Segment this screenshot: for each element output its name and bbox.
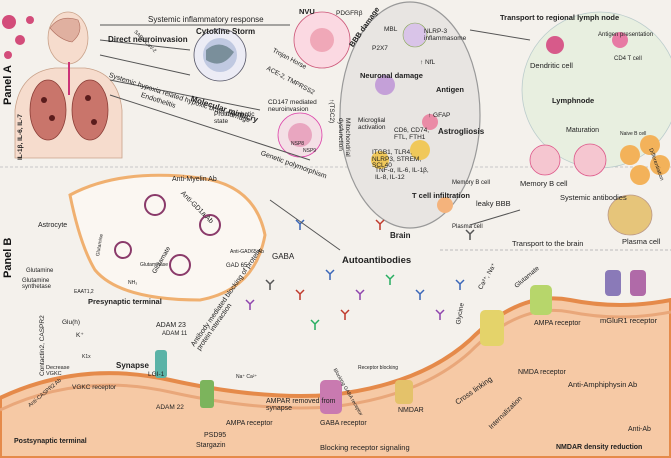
- anti-ab-label: Anti-Ab: [628, 426, 651, 433]
- naive-b-label: Naive B cell: [620, 131, 647, 137]
- ampa-receptor-low-label: AMPA receptor: [226, 420, 273, 427]
- nlrp3-label: NLRP-3 inflammasome: [424, 28, 467, 42]
- panel-b-label: Panel B: [2, 237, 14, 278]
- vgkc-label: VGKC receptor: [72, 384, 117, 391]
- cd147-label: CD147 mediated neuroinvasion: [268, 99, 317, 113]
- glutaminase-label: Glutaminase: [140, 262, 169, 268]
- synapse-label: Synapse: [116, 361, 149, 370]
- decrease-vgkc-label: Decrease VGKC: [46, 365, 70, 377]
- lymphnode-label: Lymphnode: [552, 96, 595, 105]
- receptor-blocking-label: Receptor blocking: [358, 365, 399, 371]
- kplus-label: K⁺: [76, 332, 84, 339]
- neuronal-damage-label: Neuronal damage: [360, 71, 423, 80]
- nsp9-label: NSP9: [303, 148, 317, 154]
- microglial-label: Microglial activation: [358, 117, 386, 131]
- mito-label: Mitochondrial dysfunction: [337, 118, 352, 157]
- astrogliosis-label: Astrogliosis: [438, 127, 485, 136]
- cyt-b-label: TNF-α, IL-6, IL-1β, IL-8, IL-12: [375, 167, 429, 181]
- lymphnode: [521, 11, 671, 236]
- brain-oval: [339, 1, 481, 229]
- sars-virus: [277, 112, 323, 158]
- memory-b-label: Memory B cell: [520, 179, 568, 188]
- receptors: [155, 270, 646, 414]
- nvu-label: NVU: [299, 7, 315, 16]
- pdgfrb-label: PDGFRβ: [336, 10, 363, 17]
- ampa-receptor-label: AMPA receptor: [534, 320, 581, 327]
- gaba-receptor-label: GABA receptor: [320, 420, 367, 427]
- anti-amphiphysin-label: Anti-Amphiphysin Ab: [568, 380, 638, 389]
- t-cell-infiltration-label: T cell infiltration: [412, 191, 470, 200]
- dendritic-label: Dendritic cell: [530, 61, 573, 70]
- eaat-label: EAAT1,2: [74, 289, 94, 295]
- presynaptic-label: Presynaptic terminal: [88, 297, 162, 306]
- adam23-label: ADAM 23: [156, 322, 186, 329]
- plasma-small-label: Plasma cell: [452, 224, 483, 230]
- antibody-scatter: [245, 219, 475, 330]
- adam22-label: ADAM 22: [156, 404, 184, 411]
- memory-b-small-label: Memory B cell: [452, 180, 491, 186]
- glutamine-label: Glutamine: [26, 268, 54, 274]
- cyt-a-label: ITGB1, TLR4, NLRP3, STREM, SCL40: [372, 149, 422, 169]
- nvu-structure: [293, 11, 351, 69]
- mbl-label: MBL: [384, 26, 398, 33]
- gad65-label: GAD 65: [226, 263, 248, 269]
- nmdar-density-label: NMDAR density reduction: [556, 444, 643, 451]
- prothrombotic-label: Prothrombotic state: [214, 111, 255, 125]
- glu-h-label: Glu(h): [62, 319, 81, 326]
- antigen-label: Antigen: [436, 85, 464, 94]
- cyt-c-label: CD6, CD74, FTL, FTH1: [394, 127, 430, 141]
- psd95-label: PSD95: [204, 432, 227, 439]
- antigen-presentation-label: Antigen presentation: [598, 32, 654, 38]
- nmdar-label: NMDAR: [398, 407, 424, 414]
- autoantibodies-label: Autoantibodies: [342, 255, 412, 266]
- systemic-inflammatory-label: Systemic inflammatory response: [148, 15, 264, 24]
- nsp8-label: NSP8: [291, 141, 305, 147]
- k1x-label: K1x: [82, 354, 91, 360]
- nfl-label: ↑ NfL: [420, 59, 436, 66]
- na-ca-label: Na⁺ Ca²⁺: [236, 374, 258, 380]
- blocking-signaling-label: Blocking receptor signaling: [320, 443, 410, 452]
- direct-neuroinvasion-label: Direct neuroinvasion: [108, 35, 188, 44]
- p2x7-label: P2X7: [372, 45, 388, 52]
- adam11-label: ADAM 11: [162, 331, 188, 337]
- cytokine-storm-virus: [193, 28, 247, 82]
- plasma-cell-label: Plasma cell: [622, 237, 661, 246]
- anti-gad65-label: Anti-GAD65 Ab: [230, 249, 264, 255]
- glutamine-synthetase-label: Glutamine synthetase: [22, 278, 52, 290]
- human-figure: [14, 11, 123, 159]
- panel-a-label: Panel A: [2, 65, 14, 105]
- ampar-removed-label: AMPAR removed from synapse: [266, 398, 336, 412]
- nh3-label: NH₃: [128, 280, 138, 286]
- mglur1-label: mGluR1 receptor: [600, 316, 658, 325]
- il-list-label: IL-1β, IL-6, IL-7: [17, 114, 24, 160]
- gfap-label: ↑ GFAP: [428, 112, 451, 119]
- maturation-label: Maturation: [566, 127, 600, 134]
- postsynaptic-label: Postsynaptic terminal: [14, 438, 87, 445]
- anti-myelin-label: Anti-Myelin Ab: [172, 176, 217, 183]
- cytokine-storm-label: Cytokine Storm: [196, 27, 256, 36]
- flow-arrows: [99, 24, 531, 251]
- systemic-antibodies-label: Systemic antibodies: [560, 193, 627, 202]
- gaba-label: GABA: [272, 252, 295, 261]
- transport-brain-label: Transport to the brain: [512, 239, 584, 248]
- astrocyte-label: Astrocyte: [38, 222, 68, 229]
- stargazin-label: Stargazin: [196, 442, 226, 449]
- lgi1-label: LGI-1: [148, 371, 165, 378]
- transport-lymph-label: Transport to regional lymph node: [500, 13, 620, 22]
- cd4-label: CD4 T cell: [614, 56, 642, 62]
- leaky-bbb-label: leaky BBB: [476, 199, 511, 208]
- nmda-receptor-label: NMDA receptor: [518, 369, 566, 376]
- virus-cluster: [2, 15, 34, 59]
- presynaptic-terminal: [68, 173, 267, 302]
- brain-label: Brain: [390, 231, 411, 240]
